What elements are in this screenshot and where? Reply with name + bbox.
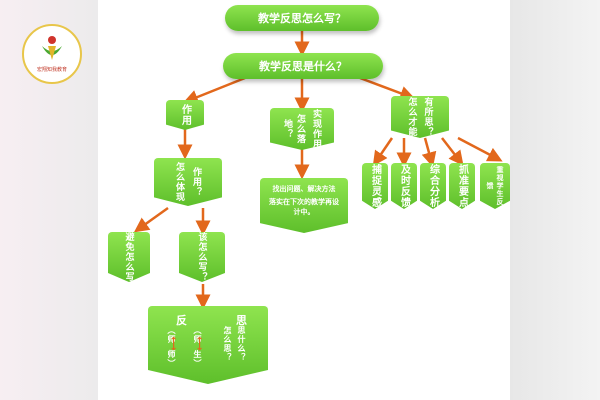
right-decor-panel <box>510 0 600 400</box>
effect-how-line-a: 作用？ <box>191 167 201 197</box>
realize-line-a: 实现作用 <box>311 109 321 149</box>
node-student-feedback: 重视学生反馈 <box>480 163 510 209</box>
think-what-label: 思什么？ <box>237 326 246 362</box>
how-think-line-a: 有所思？ <box>422 97 433 137</box>
node-reflect-summary: 反 思 （师 （师 ⟷ ⟷ 师） 生） 思什么？ 怎么思？ <box>148 306 268 384</box>
think-how-label: 怎么思？ <box>223 326 232 362</box>
realize-line-b: 怎么落地？ <box>282 114 305 144</box>
node-timely-feedback: 及时反馈 <box>391 163 417 209</box>
implement-text: 落实在下次的教学再设计中。 <box>269 198 339 216</box>
node-title: 教学反思怎么写？ <box>225 5 379 31</box>
node-should: 该怎么写？ <box>179 232 225 282</box>
interaction-arrow-1: ⟷ <box>167 336 179 351</box>
logo-text: 宏翔知我教育 <box>36 67 67 73</box>
reflect-heading-1: 反 <box>176 314 187 327</box>
how-think-line-b: 怎么才能 <box>406 97 417 137</box>
interaction-arrow-2: ⟷ <box>193 336 205 351</box>
reflect-heading-2: 思 <box>236 314 247 327</box>
node-key-points: 抓准要点 <box>449 163 475 209</box>
teacher-label-2: （师 <box>193 326 202 344</box>
node-how-think: 有所思？ 怎么才能 <box>391 96 449 138</box>
node-effect-how: 作用？ 怎么体现 <box>154 158 222 206</box>
node-effect: 作用 <box>166 100 204 130</box>
node-capture-inspiration: 捕捉灵感 <box>362 163 388 209</box>
school-logo: 宏翔知我教育 <box>22 24 82 84</box>
node-realize: 实现作用 怎么落地？ <box>270 108 334 150</box>
student-label: 生） <box>193 350 202 368</box>
effect-how-line-b: 怎么体现 <box>174 162 184 202</box>
logo-figure-icon <box>42 36 62 60</box>
node-comprehensive-analysis: 综合分析 <box>420 163 446 209</box>
find-text: 找出问题、解决方法 <box>272 185 336 193</box>
node-avoid: 避免怎么写 <box>108 232 150 282</box>
teacher-label-1: （师 <box>167 326 176 344</box>
node-implement: 找出问题、解决方法 落实在下次的教学再设计中。 <box>260 178 348 233</box>
node-what-is: 教学反思是什么？ <box>223 53 383 79</box>
teacher-label-3: 师） <box>167 350 176 368</box>
